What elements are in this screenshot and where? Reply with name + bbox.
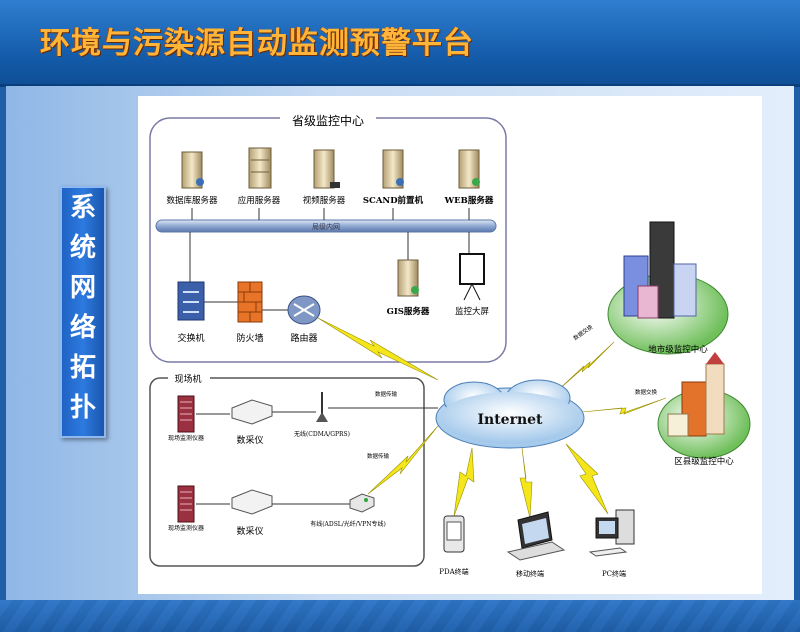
data-collector-icon [231, 489, 273, 515]
collector-label: 数采仪 [236, 434, 263, 446]
big-screen-label: 监控大屏 [455, 306, 490, 317]
wired-label: 有线(ADSL/光纤/VPN专线) [310, 520, 386, 528]
header-bar: 环境与污染源自动监测预警平台 [0, 0, 800, 87]
monitor-label: 现场监测仪器 [168, 434, 204, 442]
link-mobile [519, 447, 533, 519]
server-icon [181, 151, 204, 189]
link-modem-internet [367, 425, 439, 495]
internet-label: Internet [477, 412, 543, 428]
server-icon [382, 149, 404, 189]
city-center-icon [607, 221, 729, 355]
link-router-internet [317, 317, 439, 381]
pda-icon [443, 515, 465, 553]
link-county [581, 397, 667, 415]
big-screen-icon [459, 253, 485, 301]
pda-label: PDA终端 [439, 567, 468, 576]
monitor-instrument-icon [177, 485, 195, 523]
server-icon [458, 149, 480, 189]
site-label: 现场机 [174, 373, 201, 385]
collector-label: 数采仪 [236, 525, 263, 537]
provincial-center-label: 省级监控中心 [292, 113, 364, 128]
topology-svg: 省级监控中心 局级内网 数据库服务器 应用服务器 视频服务器 SCAND前置机 … [149, 110, 751, 578]
county-center-icon [657, 352, 751, 459]
server-drop-lines [189, 208, 470, 282]
gis-server-icon [397, 259, 419, 297]
section-label-char: 扑 [69, 393, 96, 423]
laptop-icon [506, 511, 566, 561]
data-collector-icon [231, 399, 273, 425]
server-icon [248, 147, 272, 189]
footer-bar [0, 600, 800, 632]
link-pc [565, 443, 609, 515]
pc-icon [588, 509, 635, 557]
data-exchange-label: 数据交换 [572, 322, 595, 341]
page-title: 环境与污染源自动监测预警平台 [40, 26, 474, 61]
mobile-label: 移动终端 [516, 569, 544, 578]
modem-icon [349, 493, 375, 513]
server-icon [313, 149, 340, 189]
switch-icon [177, 281, 205, 321]
network-topology-diagram: 省级监控中心 局级内网 数据库服务器 应用服务器 视频服务器 SCAND前置机 … [138, 96, 762, 594]
antenna-icon [316, 392, 328, 422]
server-label: 应用服务器 [238, 195, 281, 206]
server-label: WEB服务器 [444, 195, 494, 206]
section-label-char: 系 [69, 193, 96, 223]
data-transfer-label: 数据传输 [367, 452, 390, 460]
switch-label: 交换机 [177, 332, 204, 344]
section-label-char: 统 [69, 233, 96, 263]
server-label: 视频服务器 [303, 195, 346, 206]
county-center-label: 区县级监控中心 [674, 456, 734, 467]
data-exchange-label: 数据交换 [635, 388, 658, 396]
monitor-instrument-icon [177, 395, 195, 433]
pc-label: PC终端 [602, 569, 626, 578]
lan-label: 局级内网 [312, 222, 340, 231]
section-label-char: 拓 [69, 353, 96, 383]
city-center-label: 地市级监控中心 [648, 344, 708, 355]
site-boundary [149, 377, 425, 567]
router-icon [287, 295, 321, 325]
server-label: 数据库服务器 [166, 195, 218, 206]
lan-bus [155, 219, 497, 233]
gis-server-label: GIS服务器 [387, 306, 430, 317]
monitor-label: 现场监测仪器 [168, 524, 204, 532]
section-label-char: 网 [69, 273, 96, 303]
internet-cloud [435, 379, 585, 449]
section-label-box: 系 统 网 络 拓 扑 [60, 186, 106, 438]
section-label-char: 络 [69, 313, 96, 343]
link-city [555, 341, 615, 393]
router-label: 路由器 [290, 332, 317, 344]
data-transfer-label: 数据传输 [375, 390, 398, 398]
lightning-links [317, 317, 667, 519]
firewall-label: 防火墙 [236, 332, 263, 344]
link-pda [453, 447, 475, 517]
wireless-label: 无线(CDMA/GPRS) [294, 430, 350, 438]
firewall-icon [237, 281, 263, 323]
server-label: SCAND前置机 [363, 195, 424, 206]
